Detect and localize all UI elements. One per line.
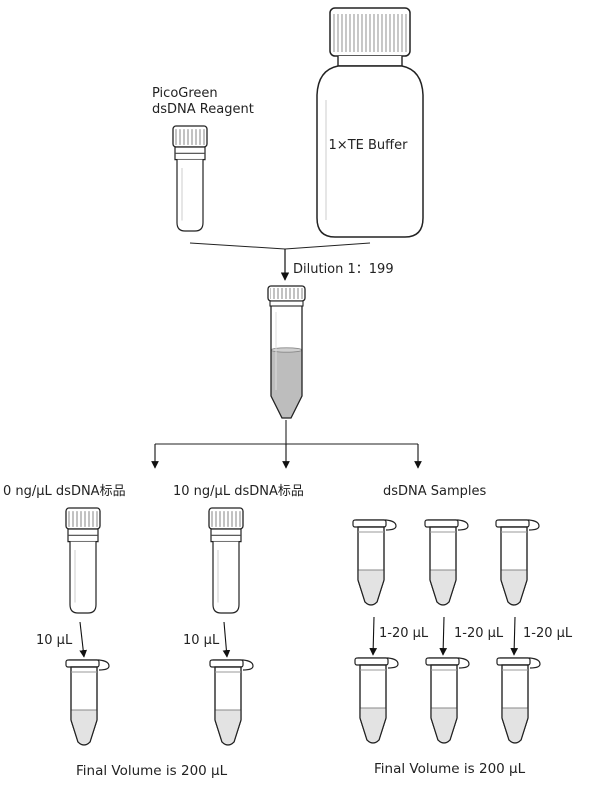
dilution-label: Dilution 1：199 [293, 262, 394, 277]
picogreen-vial [172, 125, 208, 232]
std10-label: 10 ng/μL dsDNA标品 [173, 484, 304, 499]
vol-sample1-label: 1-20 μL [379, 626, 429, 641]
picogreen-label-line2: dsDNA Reagent [152, 102, 254, 117]
split-lines [151, 420, 422, 469]
std0-label: 0 ng/μL dsDNA标品 [3, 484, 126, 499]
dest-tube-sample2 [425, 657, 470, 744]
dest-tube-sample1 [354, 657, 399, 744]
dest-tube-std10 [209, 659, 254, 746]
sample-tube-1 [352, 519, 397, 606]
vol-std0-label: 10 μL [36, 633, 73, 648]
std0-vial [65, 507, 101, 614]
final-volume-right: Final Volume is 200 μL [374, 761, 526, 777]
sample-tube-2 [424, 519, 469, 606]
transfer-arrows [79, 616, 519, 658]
dest-tube-sample3 [496, 657, 541, 744]
merge-lines [189, 242, 371, 250]
te-buffer-label: 1×TE Buffer [329, 138, 409, 153]
picogreen-label-line1: PicoGreen [152, 86, 218, 101]
dest-tube-std0 [65, 659, 110, 746]
te-buffer-bottle [316, 7, 424, 238]
std10-vial [208, 507, 244, 614]
final-volume-left: Final Volume is 200 μL [76, 763, 228, 779]
sample-tube-3 [495, 519, 540, 606]
vol-sample2-label: 1-20 μL [454, 626, 504, 641]
samples-label: dsDNA Samples [383, 484, 487, 499]
vol-std10-label: 10 μL [183, 633, 220, 648]
conical-tube [267, 285, 306, 419]
vol-sample3-label: 1-20 μL [523, 626, 573, 641]
